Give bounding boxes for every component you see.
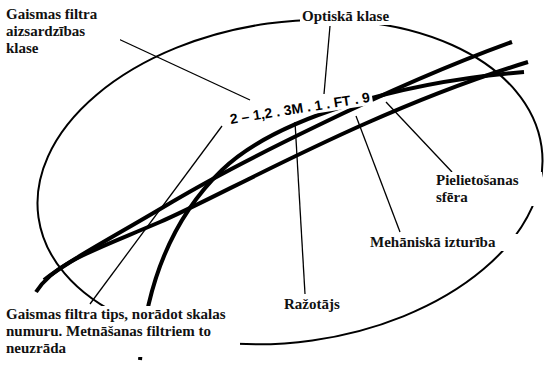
leader-line: [386, 102, 452, 172]
leader-line: [112, 36, 250, 100]
callout-label: Ražotājs: [282, 296, 386, 313]
leader-line: [295, 122, 305, 294]
callout-label: Mehāniskā izturība: [368, 234, 542, 251]
leader-line: [324, 26, 330, 94]
leader-line: [90, 126, 222, 304]
callout-label: Gaismas filtra aizsardzības klase: [4, 6, 120, 57]
callout-label: Gaismas filtra tips, norādot skalas numu…: [4, 306, 240, 357]
callout-label: Pielietošanas sfēra: [434, 172, 542, 206]
callout-label: Optiskā klase: [300, 8, 424, 25]
leader-line: [356, 116, 400, 232]
